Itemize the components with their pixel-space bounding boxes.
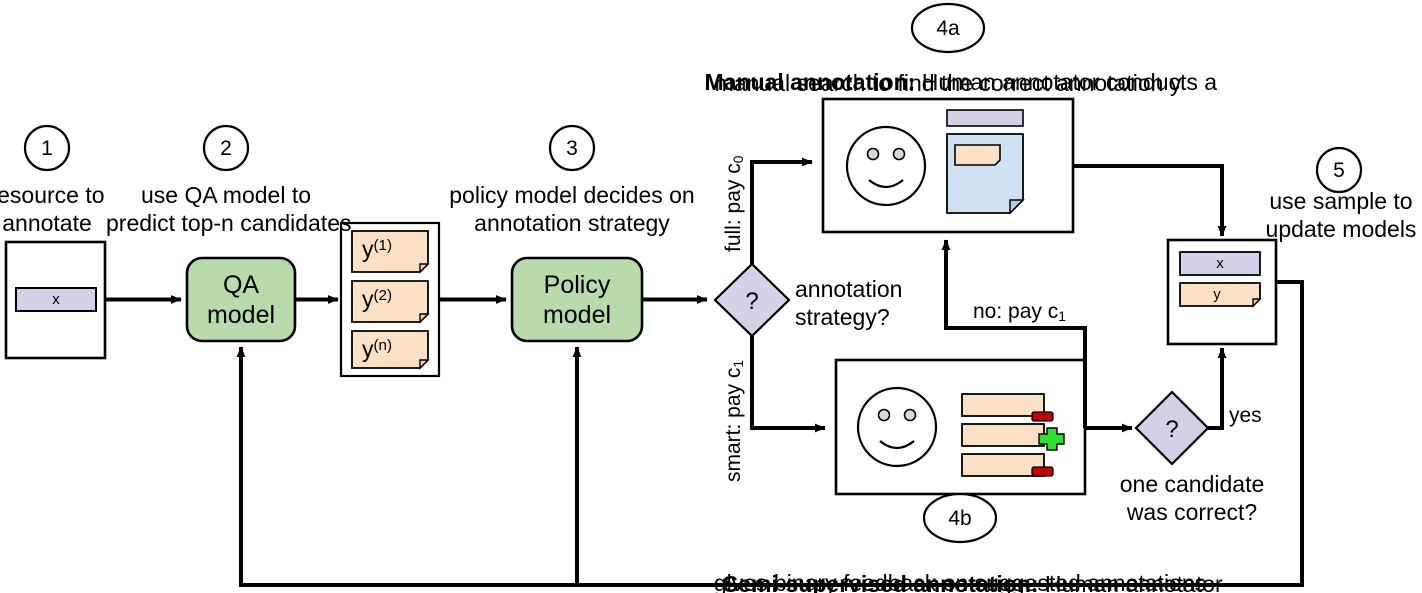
step-badge-3-shape — [548, 124, 596, 172]
step-badge-4b-label: 4b — [948, 507, 972, 530]
candidate-super-2: (2) — [373, 287, 393, 305]
edge-label-full-text: full: pay c — [722, 163, 745, 252]
resource-box-shape — [4, 240, 107, 360]
sample-box-shape — [1166, 238, 1278, 346]
step-4b-caption-bold: Semi-supervised annotation: — [722, 571, 1039, 593]
step-5-caption-line1: use sample to — [1269, 188, 1413, 214]
step-5-caption-line2: update models — [1265, 216, 1417, 242]
step-2-caption-line2: predict top-n candidates — [106, 210, 352, 236]
strategy-question-line1: annotation — [795, 276, 903, 302]
qa-model-label-line1: QA — [222, 271, 260, 299]
step-4a-caption-line1: Manual annotation: Human annotator condu… — [598, 42, 1298, 123]
strategy-diamond-symbol: ? — [745, 288, 759, 315]
step-3-caption-line1: policy model decides on — [449, 182, 695, 208]
edge-smart-branch — [750, 336, 826, 433]
edge-label-full-branch: full: pay c0 — [722, 156, 746, 252]
edge-full-branch — [750, 157, 813, 264]
step-badge-5-shape — [1315, 146, 1363, 194]
correct-diamond-shape — [1134, 390, 1210, 466]
candidate-base-2: y — [362, 286, 374, 312]
candidate-base-3: y — [362, 336, 374, 362]
edge-label-no-sub: 1 — [1058, 308, 1066, 325]
policy-model-label-line2: model — [542, 301, 612, 329]
step-badge-2-label: 2 — [220, 137, 232, 160]
step-4b-caption-line2: gives binary feedback on suggested annot… — [713, 570, 1207, 593]
edge-label-smart-text: smart: pay c — [722, 367, 745, 482]
step-4a-caption-bold: Manual annotation: — [704, 69, 916, 96]
step-badge-4a-label: 4a — [936, 17, 960, 40]
step-3-caption-line2: annotation strategy — [474, 210, 670, 236]
edge-manual-to-sample — [1073, 164, 1227, 237]
step-badge-5-label: 5 — [1333, 159, 1345, 182]
edge-label-no-text: no: pay c — [973, 300, 1059, 323]
step-4b-caption-rest: Human annotator — [1038, 571, 1223, 593]
candidate-label-2: y(2) — [362, 286, 392, 313]
step-4a-caption-line2: manual search to find the correct annota… — [714, 70, 1182, 96]
step-4a-caption-rest: Human annotator conducts a — [915, 69, 1218, 96]
edge-feedback-to-qa — [236, 346, 1302, 587]
step-2-caption-line1: use QA model to — [140, 182, 312, 208]
candidate-base-1: y — [362, 236, 374, 262]
correct-diamond-symbol: ? — [1165, 416, 1179, 443]
edge-no-branch — [941, 239, 1087, 428]
step-badge-1-shape — [23, 124, 71, 172]
edge-yes-branch — [1208, 347, 1227, 430]
step-badge-3-label: 3 — [566, 137, 578, 160]
step-badge-4b-shape — [922, 492, 998, 544]
correct-question-line2: was correct? — [1126, 499, 1258, 525]
qa-model-label-line2: model — [206, 301, 276, 329]
strategy-question-line2: strategy? — [795, 304, 890, 330]
edge-label-smart-sub: 1 — [730, 359, 747, 368]
step-badge-1-label: 1 — [41, 137, 53, 160]
candidates-container-shape — [339, 221, 441, 378]
candidate-super-1: (1) — [373, 237, 393, 255]
resource-x-label: x — [52, 291, 60, 308]
candidate-label-1: y(1) — [362, 236, 392, 263]
semi-supervised-box-shape — [834, 358, 1087, 496]
step-1-caption-line1: resource to — [0, 182, 105, 208]
candidate-label-3: y(n) — [362, 336, 392, 363]
step-badge-4a-shape — [910, 2, 986, 54]
edge-label-no-branch: no: pay c1 — [973, 300, 1066, 325]
edge-label-smart-branch: smart: pay c1 — [722, 360, 746, 482]
step-1-caption-line2: annotate — [2, 210, 92, 236]
sample-y-label: y — [1213, 286, 1221, 303]
sample-x-label: x — [1216, 255, 1224, 272]
step-badge-2-shape — [202, 124, 250, 172]
correct-question-line1: one candidate — [1119, 471, 1265, 497]
step-4b-caption-line1: Semi-supervised annotation: Human annota… — [610, 544, 1310, 593]
edge-label-yes-branch: yes — [1229, 404, 1262, 427]
policy-model-label-line1: Policy — [543, 271, 611, 299]
edge-label-full-sub: 0 — [730, 155, 747, 164]
candidate-super-3: (n) — [373, 337, 393, 355]
